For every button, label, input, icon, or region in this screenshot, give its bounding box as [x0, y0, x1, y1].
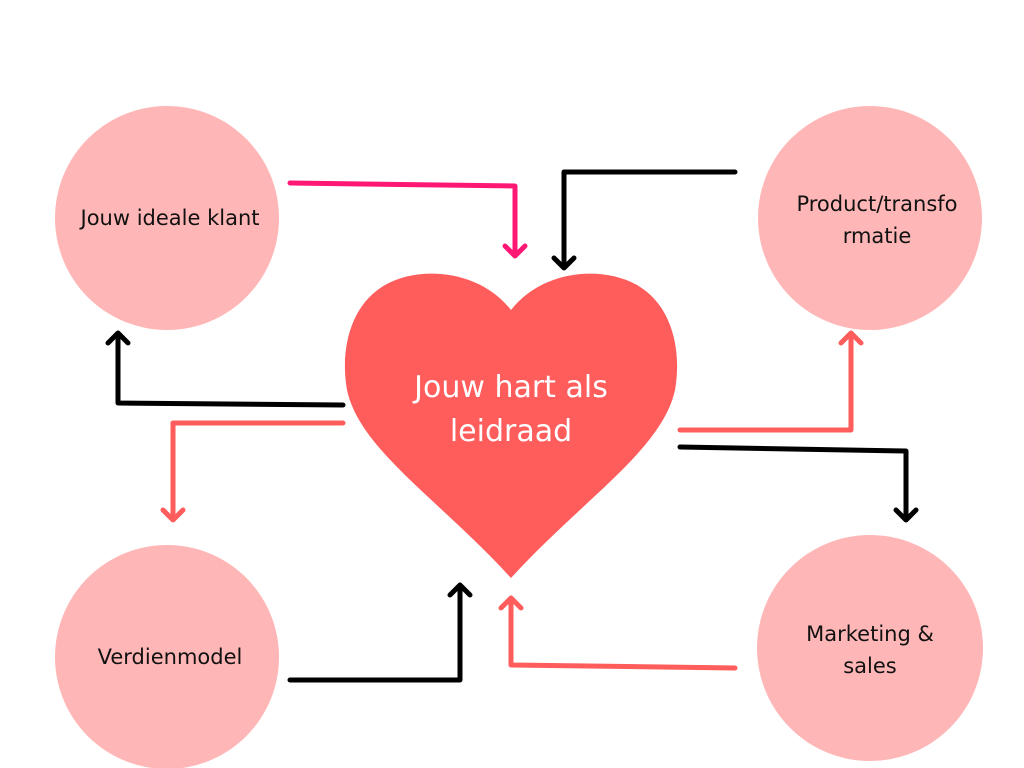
- arrow-product-to-heart: [551, 169, 738, 271]
- node-label-ideal-client: Jouw ideale klant: [80, 206, 260, 230]
- heart-shape: [344, 273, 678, 578]
- node-label-revenue-model: Verdienmodel: [97, 645, 243, 669]
- arrow-heart-to-marketing: [677, 444, 919, 523]
- center-label: Jouw hart als leidraad: [414, 370, 608, 449]
- node-circle-product: [758, 106, 982, 330]
- arrow-heart-to-product: [677, 330, 864, 433]
- arrow-revenue-to-heart: [287, 582, 473, 683]
- node-label-marketing: Marketing & sales: [806, 622, 934, 678]
- arrow-heart-to-client: [105, 330, 346, 408]
- node-circle-revenue-model: [55, 545, 279, 768]
- node-label-product: Product/transfo rmatie: [796, 192, 958, 248]
- node-circle-marketing: [757, 535, 983, 761]
- arrow-marketing-to-heart: [498, 595, 738, 671]
- node-circle-ideal-client: [55, 106, 279, 330]
- arrow-heart-to-revenue: [160, 420, 346, 523]
- arrow-client-to-heart: [287, 180, 528, 259]
